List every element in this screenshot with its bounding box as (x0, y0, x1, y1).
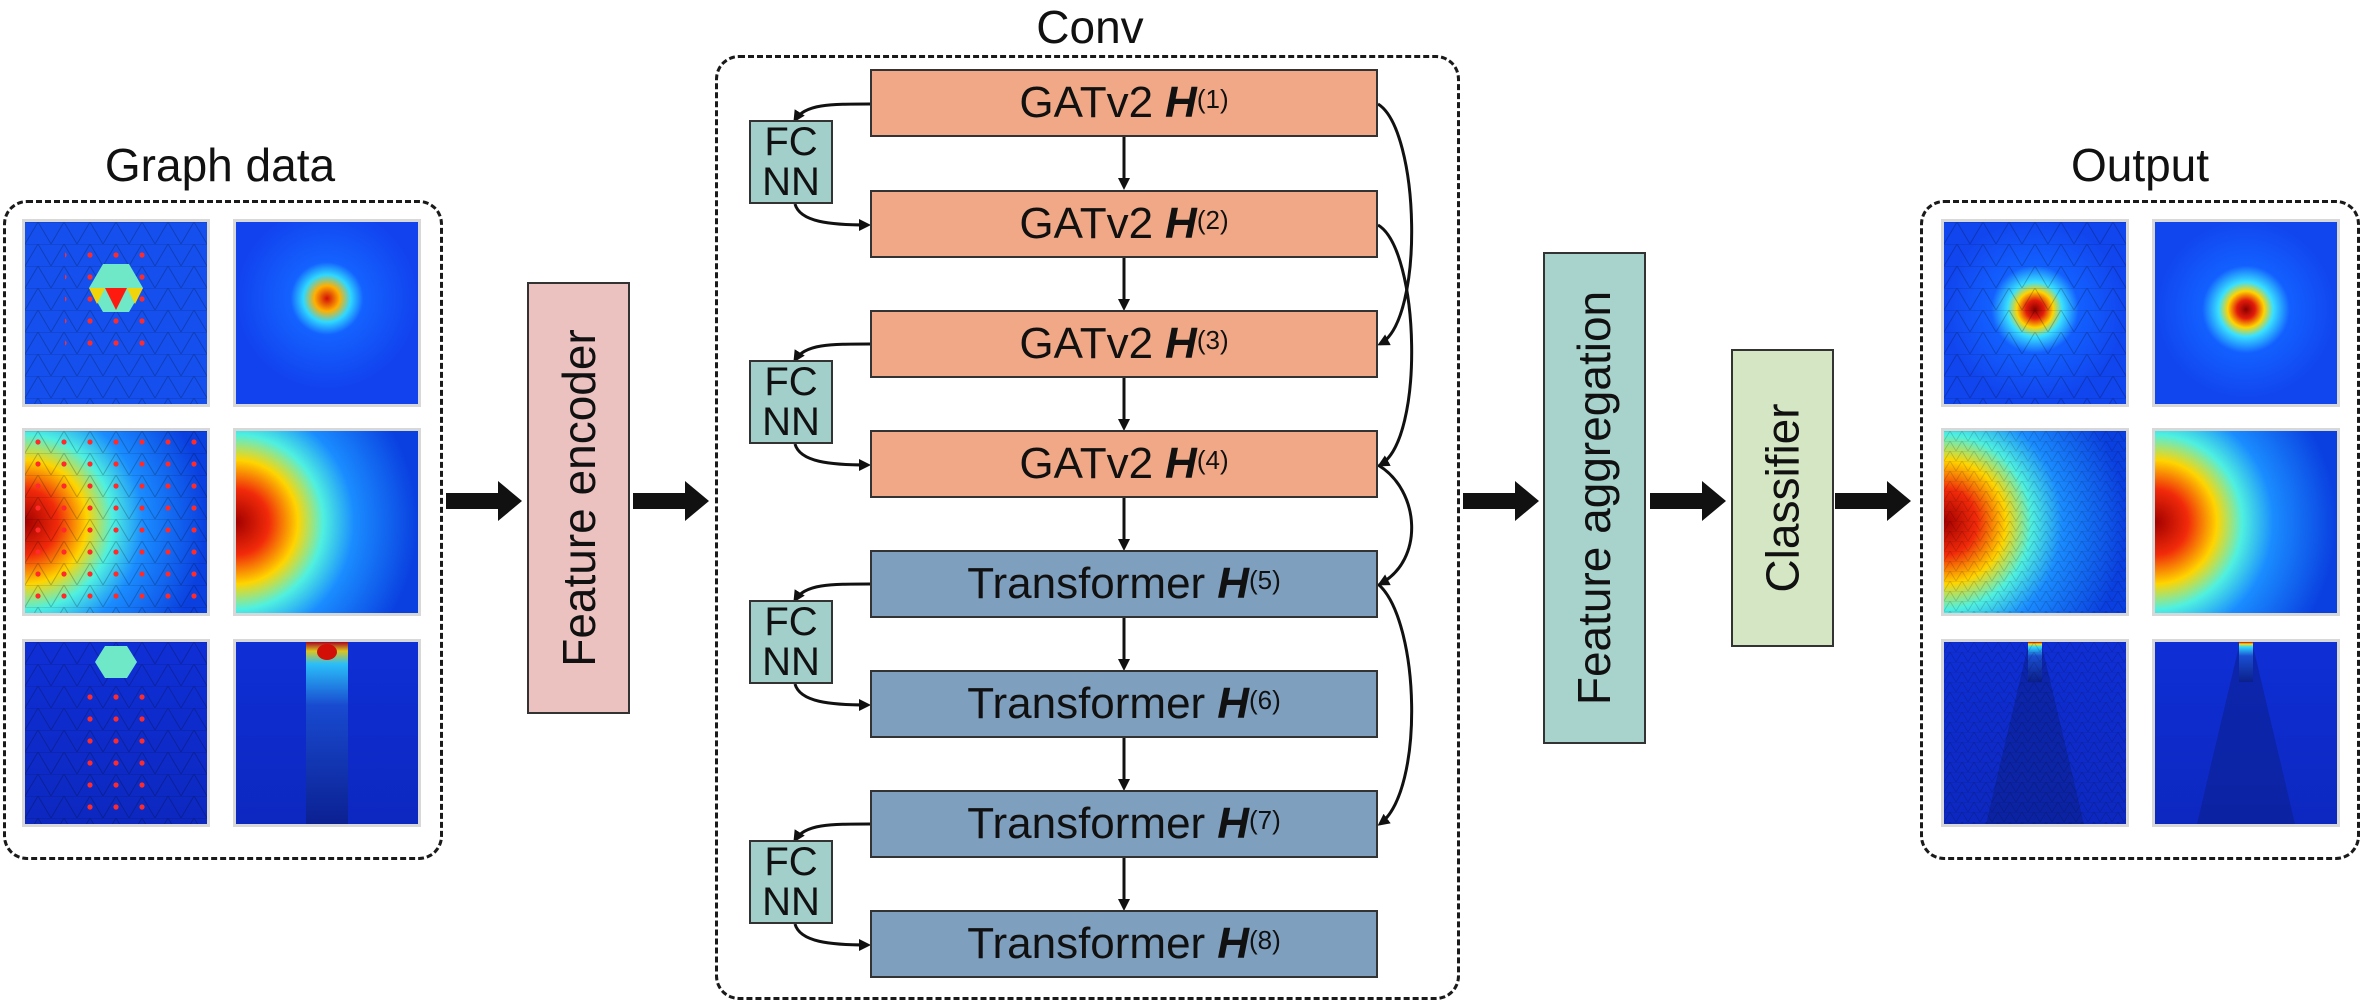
feature-encoder-label: Feature encoder (552, 329, 605, 667)
feature-aggregation-block: Feature aggregation (1543, 252, 1646, 744)
graph-data-image-4 (236, 431, 418, 613)
arrow-aggregation-to-classifier (1650, 481, 1726, 521)
layer-2-type: GATv2 (1019, 199, 1154, 248)
fcnn-3-line1: FC (764, 600, 818, 644)
arrow-conv-to-aggregation (1463, 481, 1539, 521)
layer-1-symbol: H (1165, 78, 1197, 127)
layer-8-index: (8) (1248, 924, 1281, 955)
output-image-3 (1944, 431, 2126, 613)
arrow-graph-to-encoder (446, 481, 522, 521)
layer-4-symbol: H (1165, 439, 1197, 488)
layer-6-type: Transformer (967, 679, 1206, 728)
output-image-4 (2155, 431, 2337, 613)
layer-7-symbol: H (1217, 799, 1249, 848)
output-image-6 (2155, 642, 2337, 824)
fcnn-1-line2: NN (762, 160, 820, 204)
graph-data-tile-3 (22, 428, 210, 616)
graph-data-image-2 (236, 222, 418, 404)
layer-6-symbol: H (1217, 679, 1249, 728)
layer-5-type: Transformer (967, 559, 1206, 608)
arrow-classifier-to-output (1835, 481, 1911, 521)
graph-data-tile-1 (22, 219, 210, 407)
output-tile-6 (2152, 639, 2340, 827)
fcnn-3-line2: NN (762, 640, 820, 684)
output-tile-3 (1941, 428, 2129, 616)
layer-6-index: (6) (1248, 684, 1281, 715)
layer-8-symbol: H (1217, 919, 1249, 968)
graph-data-tile-6 (233, 639, 421, 827)
graph-data-tile-4 (233, 428, 421, 616)
layer-3-index: (3) (1196, 324, 1229, 355)
conv-container (715, 55, 1460, 1000)
fcnn-2-line1: FC (764, 360, 818, 404)
fcnn-block-3: FC NN (749, 600, 833, 684)
output-tile-4 (2152, 428, 2340, 616)
graph-data-tile-2 (233, 219, 421, 407)
fcnn-block-1: FC NN (749, 120, 833, 204)
output-container (1920, 200, 2360, 860)
flow-arrows (446, 481, 1911, 521)
feature-aggregation-label: Feature aggregation (1568, 290, 1621, 706)
layer-7-type: Transformer (967, 799, 1206, 848)
classifier-block: Classifier (1731, 349, 1834, 647)
output-tile-5 (1941, 639, 2129, 827)
layer-2-index: (2) (1196, 204, 1229, 235)
output-tile-2 (2152, 219, 2340, 407)
layer-7-index: (7) (1248, 804, 1281, 835)
skip-connection-arrows (1377, 102, 1414, 826)
output-image-5 (1944, 642, 2126, 824)
output-tile-1 (1941, 219, 2129, 407)
graph-data-image-5 (25, 642, 207, 824)
layer-3-symbol: H (1165, 319, 1197, 368)
output-title: Output (2070, 139, 2210, 191)
layer-3-type: GATv2 (1019, 319, 1154, 368)
feature-encoder-block: Feature encoder (527, 282, 630, 714)
fcnn-4-line2: NN (762, 880, 820, 924)
fcnn-4-line1: FC (764, 840, 818, 884)
layer-4-index: (4) (1196, 444, 1229, 475)
fcnn-block-2: FC NN (749, 360, 833, 444)
layer-1-index: (1) (1196, 83, 1229, 114)
output-image-2 (2155, 222, 2337, 404)
fcnn-2-line2: NN (762, 400, 820, 444)
graph-data-image-6 (236, 642, 418, 824)
layer-2-symbol: H (1165, 199, 1197, 248)
fcnn-1-line1: FC (764, 120, 818, 164)
graph-data-tile-5 (22, 639, 210, 827)
layer-5-symbol: H (1217, 559, 1249, 608)
graph-data-image-1 (25, 222, 207, 404)
layer-4-type: GATv2 (1019, 439, 1154, 488)
layer-8-type: Transformer (967, 919, 1206, 968)
classifier-label: Classifier (1756, 403, 1809, 593)
conv-title: Conv (1036, 1, 1144, 53)
fcnn-block-4: FC NN (749, 840, 833, 924)
fcnn-loop-arrows (793, 102, 871, 951)
layer-1-type: GATv2 (1019, 78, 1154, 127)
layer-5-index: (5) (1248, 564, 1281, 595)
output-image-1 (1944, 222, 2126, 404)
arrow-encoder-to-conv (633, 481, 709, 521)
graph-data-image-3 (25, 431, 207, 613)
graph-data-container (3, 200, 443, 860)
graph-data-title: Graph data (104, 139, 336, 191)
